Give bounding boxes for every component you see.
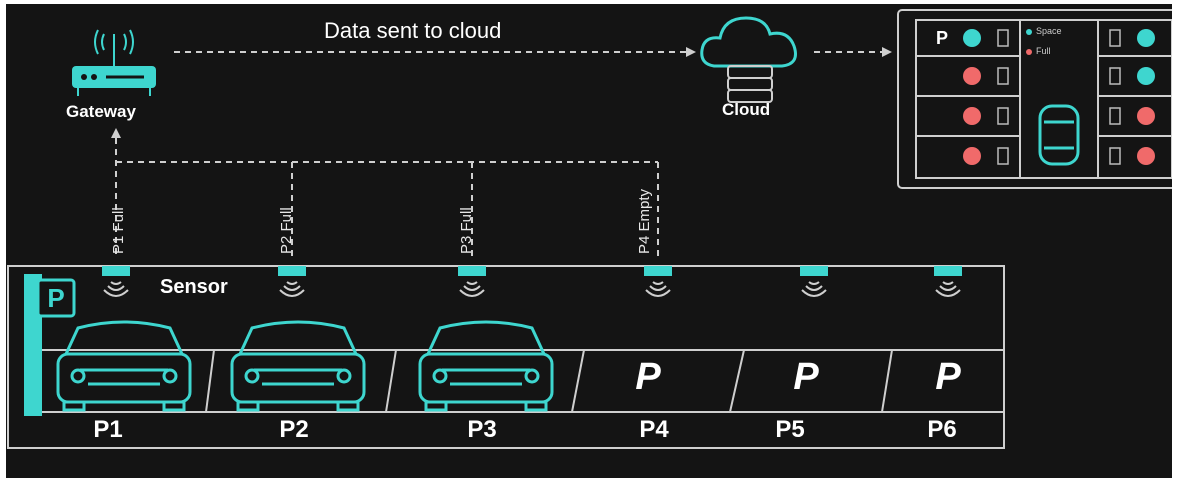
legend-full-dot: [1026, 49, 1032, 55]
cloud-label: Cloud: [722, 100, 771, 119]
legend-space-label: Space: [1036, 26, 1062, 36]
slot-label-p2: P2: [279, 416, 309, 443]
dashboard-dots: [963, 29, 1155, 165]
diagram-canvas: P Data sent to cloud Gateway Cloud Senso…: [6, 4, 1172, 478]
sensor-icon: [278, 266, 306, 297]
sensor-icon: [644, 266, 672, 297]
dashboard-car-icon: [1038, 104, 1080, 166]
legend-full-label: Full: [1036, 46, 1051, 56]
car-icon: [230, 320, 366, 412]
dashboard-status-dot: [963, 29, 981, 47]
report-label-p1: P1 Full: [110, 207, 127, 254]
legend-space-dot: [1026, 29, 1032, 35]
empty-slot-mark-p5: P: [793, 356, 819, 398]
gateway-label: Gateway: [66, 102, 136, 121]
dashboard-status-dot: [1137, 67, 1155, 85]
dashboard-flow-arrowhead: [882, 47, 892, 57]
slot-label-p4: P4: [639, 416, 669, 443]
sensor-icon: [102, 266, 130, 297]
slot-dividers: [205, 349, 893, 413]
dashboard-status-dot: [1137, 107, 1155, 125]
dashboard-status-dot: [963, 147, 981, 165]
sensor-icon: [934, 266, 962, 297]
sensor-icon: [800, 266, 828, 297]
report-label-p3: P3 Full: [458, 207, 475, 254]
empty-slot-mark-p6: P: [935, 356, 961, 398]
cloud-icon: [700, 16, 797, 68]
dashboard-status-dot: [1137, 29, 1155, 47]
sensor-label: Sensor: [160, 276, 228, 298]
parking-sign-letter: P: [47, 283, 64, 313]
server-stack-icon: [727, 65, 773, 103]
sensors: [102, 266, 962, 297]
dashboard-status-dot: [963, 67, 981, 85]
empty-slot-mark-p4: P: [635, 356, 661, 398]
report-label-p4: P4 Empty: [636, 188, 653, 254]
slot-label-p5: P5: [775, 416, 805, 443]
slot-label-p3: P3: [467, 416, 497, 443]
car-icon: [56, 320, 192, 412]
car-icon: [418, 320, 554, 412]
report-lines: [115, 138, 659, 256]
parked-cars: [56, 320, 554, 412]
flow-label: Data sent to cloud: [324, 18, 502, 43]
dashboard-status-dot: [1137, 147, 1155, 165]
cloud-flow-arrowhead: [686, 47, 696, 57]
gateway-router-icon: [72, 29, 156, 96]
parking-lot-frame: [7, 265, 1005, 449]
gateway-arrowhead: [111, 128, 121, 138]
slot-label-p6: P6: [927, 416, 957, 443]
slot-label-p1: P1: [93, 416, 123, 443]
scene-drawing: P: [7, 9, 1172, 449]
dashboard-panel: [897, 9, 1172, 189]
sensor-icon: [458, 266, 486, 297]
dashboard-header-mark: P: [936, 28, 949, 48]
report-label-p2: P2 Full: [278, 207, 295, 254]
parking-sign-icon: [24, 274, 76, 416]
dashboard-status-dot: [963, 107, 981, 125]
